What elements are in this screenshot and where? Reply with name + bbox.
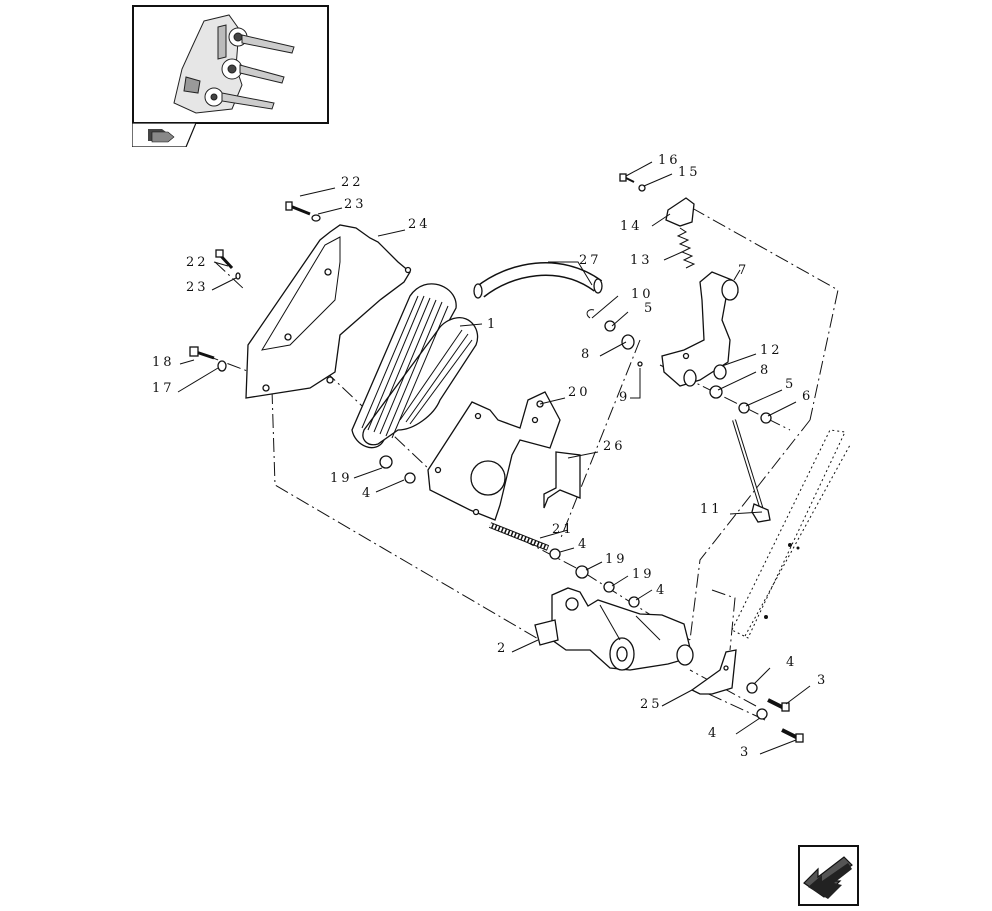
callout-label: 23 bbox=[344, 197, 367, 212]
callout-label: 17 bbox=[152, 381, 175, 396]
callout-labels: 22 23 24 22 23 27 1 18 17 20 26 19 4 21 … bbox=[152, 153, 828, 760]
callout-label: 9 bbox=[619, 390, 630, 405]
callout-label: 1 bbox=[487, 317, 498, 332]
spring-part bbox=[676, 227, 696, 269]
spring-bracket-part bbox=[665, 197, 695, 227]
callout-label: 24 bbox=[408, 217, 431, 232]
callout-label: 3 bbox=[817, 673, 828, 688]
callout-label: 4 bbox=[786, 655, 797, 670]
callout-label: 15 bbox=[678, 165, 701, 180]
callout-label: 27 bbox=[579, 253, 602, 268]
book-arrow-icon[interactable] bbox=[131, 122, 197, 148]
previous-page-arrow-icon[interactable] bbox=[798, 845, 859, 906]
callout-label: 16 bbox=[658, 153, 681, 168]
rail-frame-part bbox=[731, 429, 851, 639]
drive-belt-part bbox=[351, 283, 479, 449]
callout-label: 11 bbox=[700, 502, 723, 517]
callout-label: 4 bbox=[362, 486, 373, 501]
callout-label: 2 bbox=[497, 641, 508, 656]
callout-label: 19 bbox=[632, 567, 655, 582]
callout-label: 25 bbox=[640, 697, 663, 712]
callout-label: 20 bbox=[568, 385, 591, 400]
long-bolt-part bbox=[732, 419, 771, 523]
callout-label: 8 bbox=[760, 363, 771, 378]
callout-label: 13 bbox=[630, 253, 653, 268]
callout-label: 5 bbox=[644, 301, 655, 316]
belt-guard-cover-part bbox=[245, 224, 412, 399]
callout-label: 22 bbox=[186, 255, 209, 270]
callout-label: 14 bbox=[620, 219, 643, 234]
tensioner-arm-part bbox=[661, 271, 739, 387]
small-bracket-part bbox=[543, 451, 581, 509]
callout-leaders bbox=[177, 161, 811, 755]
callout-label: 19 bbox=[330, 471, 353, 486]
callout-label: 26 bbox=[603, 439, 626, 454]
callout-label: 4 bbox=[708, 726, 719, 741]
callout-label: 3 bbox=[740, 745, 751, 760]
callout-label: 8 bbox=[581, 347, 592, 362]
callout-label: 22 bbox=[341, 175, 364, 190]
callout-label: 4 bbox=[578, 537, 589, 552]
mounting-plate-part bbox=[427, 391, 561, 521]
callout-label: 12 bbox=[760, 343, 783, 358]
callout-label: 19 bbox=[605, 552, 628, 567]
tensioner-housing-part bbox=[534, 587, 694, 671]
callout-label: 10 bbox=[631, 287, 654, 302]
support-plate-part bbox=[690, 649, 737, 695]
callout-label: 18 bbox=[152, 355, 175, 370]
threaded-rod-part bbox=[488, 522, 550, 551]
hose-part bbox=[473, 262, 603, 299]
callout-label: 5 bbox=[785, 377, 796, 392]
callout-label: 4 bbox=[656, 583, 667, 598]
callout-label: 7 bbox=[738, 263, 749, 278]
callout-label: 6 bbox=[802, 389, 813, 404]
assembly-thumbnail-icon[interactable] bbox=[132, 5, 329, 124]
callout-label: 23 bbox=[186, 280, 209, 295]
callout-label: 21 bbox=[552, 522, 575, 537]
